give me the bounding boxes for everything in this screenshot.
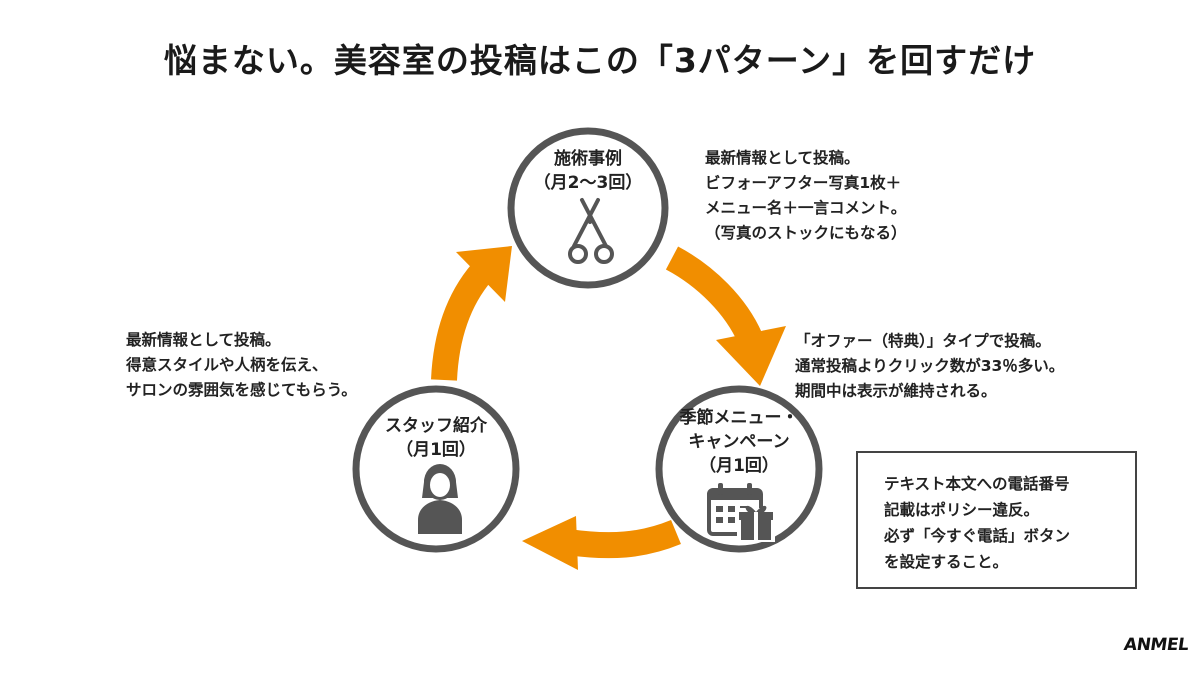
policy-line: を設定すること。 <box>884 553 1009 571</box>
note-line: （写真のストックにもなる） <box>705 224 907 242</box>
node-frequency: （月2〜3回） <box>533 173 643 193</box>
node-name: スタッフ紹介 <box>385 416 487 436</box>
cycle-arrow-right-to-left <box>522 516 681 570</box>
policy-warning-box: テキスト本文への電話番号 記載はポリシー違反。 必ず「今すぐ電話」ボタン を設定… <box>856 451 1137 589</box>
node-name: 施術事例 <box>554 149 622 169</box>
policy-line: 必ず「今すぐ電話」ボタン <box>884 527 1071 545</box>
cycle-arrow-left-to-top <box>431 246 512 381</box>
node-label-right: 季節メニュー・ キャンペーン （月1回） <box>669 406 809 478</box>
note-line: サロンの雰囲気を感じてもらう。 <box>126 381 357 399</box>
node-frequency: （月1回） <box>699 456 779 476</box>
policy-line: テキスト本文への電話番号 <box>884 475 1070 493</box>
cycle-arrow-top-to-right <box>665 246 786 386</box>
note-line: メニュー名＋一言コメント。 <box>705 199 907 217</box>
policy-line: 記載はポリシー違反。 <box>884 501 1040 519</box>
note-top-right: 最新情報として投稿。 ビフォーアフター写真1枚＋ メニュー名＋一言コメント。 （… <box>705 146 907 246</box>
note-line: 最新情報として投稿。 <box>126 331 281 349</box>
node-name-line1: 季節メニュー・ <box>679 408 799 428</box>
calendar-gift-icon <box>707 483 775 542</box>
note-line: ビフォーアフター写真1枚＋ <box>705 174 902 192</box>
note-line: 「オファー（特典）」タイプで投稿。 <box>795 332 1051 350</box>
node-label-top: 施術事例 （月2〜3回） <box>528 147 648 195</box>
node-name-line2: キャンペーン <box>688 432 790 452</box>
note-right: 「オファー（特典）」タイプで投稿。 通常投稿よりクリック数が33％多い。 期間中… <box>795 329 1064 404</box>
page-title: 悩まない。美容室の投稿はこの「3パターン」を回すだけ <box>163 41 1037 80</box>
node-circle-right <box>655 385 823 553</box>
note-line: 通常投稿よりクリック数が33％多い。 <box>795 357 1065 375</box>
brand-logo: ANMEL <box>1122 635 1190 655</box>
node-label-left: スタッフ紹介 （月1回） <box>376 414 496 462</box>
note-line: 得意スタイルや人柄を伝え、 <box>126 356 328 374</box>
node-frequency: （月1回） <box>396 440 476 460</box>
note-line: 最新情報として投稿。 <box>705 149 860 167</box>
scissors-icon <box>568 198 614 264</box>
note-line: 期間中は表示が維持される。 <box>795 382 997 400</box>
person-icon <box>418 464 462 534</box>
note-left: 最新情報として投稿。 得意スタイルや人柄を伝え、 サロンの雰囲気を感じてもらう。 <box>126 328 357 403</box>
